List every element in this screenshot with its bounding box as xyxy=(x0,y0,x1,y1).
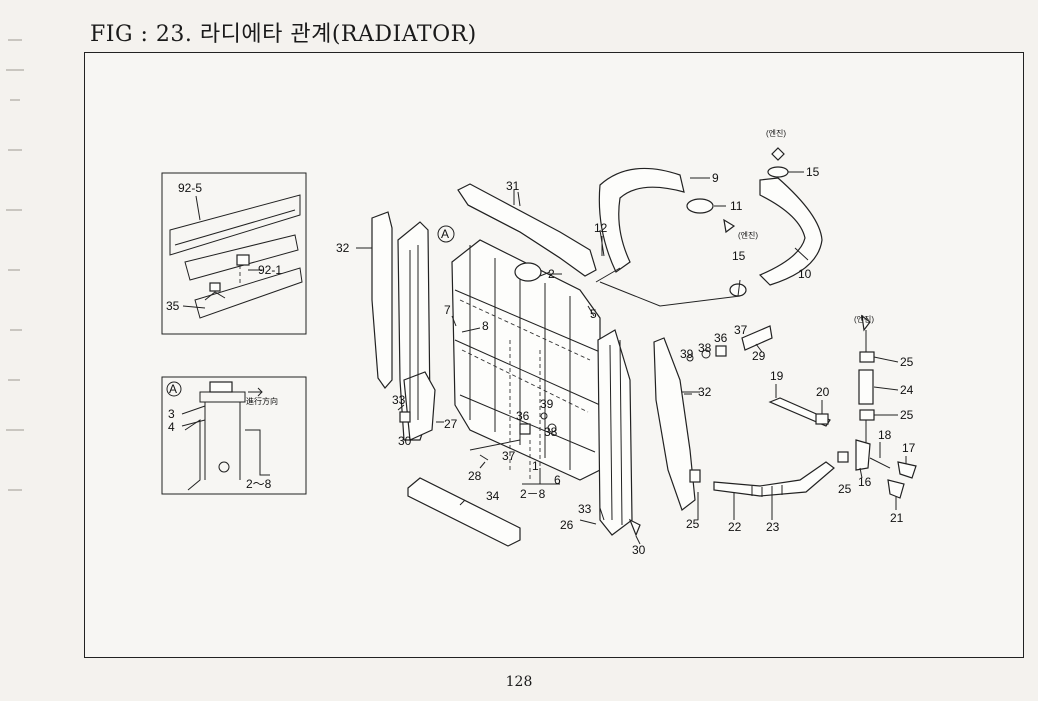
right-side-shroud xyxy=(597,329,701,536)
callout-19: 19 xyxy=(770,369,784,383)
inset-label-92-5: 92-5 xyxy=(178,181,202,195)
callout-37-top: 37 xyxy=(734,323,748,337)
callout-25-b: 25 xyxy=(900,408,914,422)
inset-a-box: A 進行方向 3 4 2～8 xyxy=(161,376,307,495)
bottom-cover xyxy=(407,477,521,547)
lower-hoses xyxy=(713,397,835,497)
callout-23: 23 xyxy=(766,520,780,534)
inset-a-label-2-8: 2～8 xyxy=(246,477,272,491)
figure-title: FIG : 23. 라디에타 관계(RADIATOR) xyxy=(90,22,477,47)
callout-7: 7 xyxy=(444,303,451,317)
callout-39-mid: 39 xyxy=(540,397,554,411)
callout-8: 8 xyxy=(482,319,489,333)
inset-a-direction-text: 進行方向 xyxy=(246,396,278,406)
callout-18: 18 xyxy=(878,428,892,442)
engine-note-1: (엔진) xyxy=(766,128,786,138)
callout-25-d: 25 xyxy=(686,517,700,531)
callout-20: 20 xyxy=(816,385,830,399)
engine-note-3: (엔진) xyxy=(854,314,874,324)
misc-bottom-parts xyxy=(469,439,641,545)
callout-33-right: 33 xyxy=(578,502,592,516)
part-callouts: 31 32 2 12 9 11 15 15 10 5 7 8 37 36 38 … xyxy=(336,165,916,557)
scan-edge-marks xyxy=(0,0,40,697)
callout-28: 28 xyxy=(468,469,482,483)
top-shroud xyxy=(457,183,597,277)
callout-32-right: 32 xyxy=(698,385,712,399)
callout-15-mid: 15 xyxy=(732,249,746,263)
callout-39-top: 39 xyxy=(680,347,694,361)
callout-24: 24 xyxy=(900,383,914,397)
inset-a-label-4: 4 xyxy=(168,420,175,434)
callout-26: 26 xyxy=(560,518,574,532)
engine-note-2: (엔진) xyxy=(738,230,758,240)
callout-27: 27 xyxy=(444,417,458,431)
callout-36-top: 36 xyxy=(714,331,728,345)
callout-2-8: 2－8 xyxy=(520,487,546,501)
callout-37-mid: 37 xyxy=(502,449,516,463)
callout-38-top: 38 xyxy=(698,341,712,355)
callout-21: 21 xyxy=(890,511,904,525)
callout-31: 31 xyxy=(506,179,520,193)
callout-leader-lines xyxy=(451,191,907,520)
callout-30-right: 30 xyxy=(632,543,646,557)
callout-1: 1 xyxy=(532,459,539,473)
inset-label-92-1: 92-1 xyxy=(258,263,282,277)
left-side-panels xyxy=(356,211,444,441)
inset-a-circle-label: A xyxy=(169,382,177,396)
callout-circle-a: A xyxy=(441,227,449,241)
reservoir-parts xyxy=(837,314,917,499)
callout-11: 11 xyxy=(730,199,743,213)
callout-12: 12 xyxy=(594,221,608,235)
callout-16: 16 xyxy=(858,475,872,489)
callout-6: 6 xyxy=(554,473,561,487)
fittings-upper-right xyxy=(479,325,773,469)
callout-25-c: 25 xyxy=(838,482,852,496)
callout-38-mid: 38 xyxy=(544,425,558,439)
callout-5: 5 xyxy=(590,307,597,321)
callout-36-mid: 36 xyxy=(516,409,530,423)
inset-a-label-3: 3 xyxy=(168,407,175,421)
inset-label-35: 35 xyxy=(166,299,180,313)
callout-33-left: 33 xyxy=(392,393,406,407)
radiator-core xyxy=(451,239,601,481)
upper-hoses xyxy=(595,147,823,307)
callout-17: 17 xyxy=(902,441,916,455)
engine-notes: (엔진) (엔진) (엔진) xyxy=(738,128,874,324)
callout-25-a: 25 xyxy=(900,355,914,369)
inset-detail-box: 92-5 92-1 35 xyxy=(161,172,307,335)
callout-9: 9 xyxy=(712,171,719,185)
callout-32-left: 32 xyxy=(336,241,350,255)
callout-22: 22 xyxy=(728,520,742,534)
circle-a-marker xyxy=(437,225,455,243)
callout-30-left: 30 xyxy=(398,434,412,448)
callout-34: 34 xyxy=(486,489,500,503)
callout-15-top: 15 xyxy=(806,165,820,179)
callout-29: 29 xyxy=(752,349,766,363)
page-number: 128 xyxy=(505,674,533,690)
callout-10: 10 xyxy=(798,267,812,281)
